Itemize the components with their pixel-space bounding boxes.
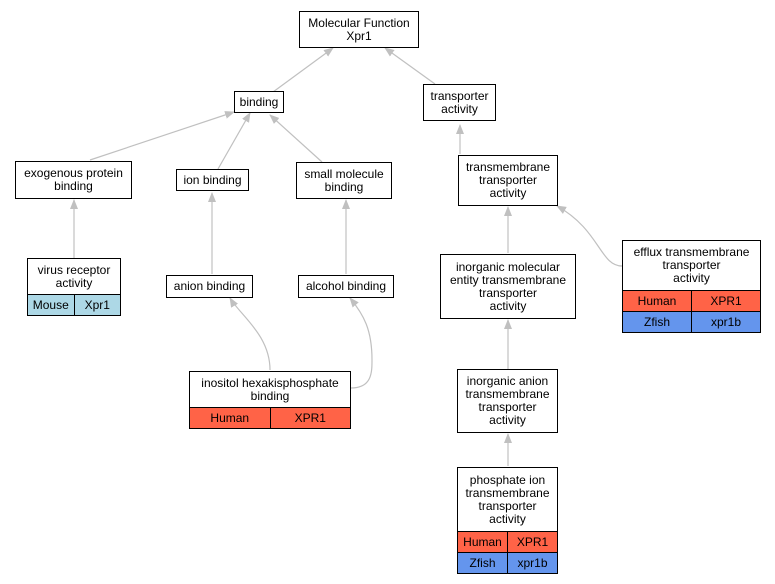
species-gene-row: Human XPR1 — [623, 290, 760, 311]
edge-smallmol-to-binding — [269, 114, 323, 163]
edge-transporter-to-mf — [384, 47, 436, 85]
species-gene-row: Zfish xpr1b — [458, 552, 557, 573]
node-label-line: transporter — [478, 173, 538, 187]
gene-cell[interactable]: XPR1 — [507, 532, 557, 552]
node-label-line: alcohol binding — [305, 279, 387, 293]
species-cell: Mouse — [32, 298, 69, 312]
node-label-line: transporter — [430, 88, 489, 103]
node-label-line: anion binding — [173, 279, 246, 293]
edge-efflux-to-tmtransporter — [556, 205, 623, 267]
node-label-line: inositol hexakisphosphate — [201, 375, 339, 390]
node-alcohol-binding[interactable]: alcohol binding — [298, 275, 394, 298]
species-cell: Human — [463, 535, 502, 549]
node-label-line: transmembrane — [465, 160, 551, 174]
gene-cell[interactable]: xpr1b — [691, 312, 760, 332]
species-gene-row: Human XPR1 — [458, 531, 557, 552]
edge-ion-to-binding — [217, 112, 251, 170]
node-anion-binding[interactable]: anion binding — [166, 275, 253, 298]
node-label-line: Xpr1 — [346, 28, 372, 43]
node-label-line: inorganic anion — [466, 374, 549, 388]
gene-cell[interactable]: Xpr1 — [73, 295, 121, 315]
node-label: alcohol binding — [299, 276, 393, 297]
edge-inositol-to-anion — [229, 297, 271, 371]
node-ion-binding[interactable]: ion binding — [176, 169, 249, 191]
species-gene-row: Human XPR1 — [190, 407, 350, 428]
species-cell: Zfish — [469, 556, 496, 570]
node-label-line: activity — [441, 101, 478, 116]
species-cell: Human — [637, 294, 677, 308]
edge-binding-to-mf — [272, 47, 334, 93]
node-label-line: phosphate ion — [469, 472, 546, 487]
edge-inositol-to-alcohol — [349, 297, 373, 389]
node-label-line: virus receptor — [37, 262, 111, 277]
node-label: anion binding — [167, 276, 252, 297]
gene-cell[interactable]: XPR1 — [691, 291, 760, 311]
node-label-line: activity — [489, 511, 526, 526]
edge-exogenous-to-binding — [89, 111, 235, 161]
node-label-line: Molecular Function — [308, 15, 410, 30]
node-label-line: activity — [489, 413, 526, 427]
species-cell: Zfish — [643, 315, 670, 329]
node-label-line: binding — [54, 179, 93, 193]
gene-cell[interactable]: xpr1b — [507, 553, 557, 573]
node-label-line: transporter — [478, 400, 537, 414]
node-label: binding — [235, 92, 283, 112]
node-label-line: transporter — [478, 498, 537, 513]
node-label-line: activity — [673, 271, 710, 285]
node-label-line: exogenous protein — [24, 166, 123, 180]
gene-cell[interactable]: XPR1 — [269, 408, 351, 428]
species-cell: Human — [210, 411, 250, 425]
node-label-line: entity transmembrane — [449, 272, 567, 287]
node-label-line: transmembrane — [465, 387, 550, 401]
node-label-line: activity — [489, 186, 527, 200]
node-label-line: transporter — [478, 285, 538, 300]
node-label-line: activity — [55, 275, 93, 290]
node-label-line: small molecule — [304, 166, 384, 181]
node-label-line: ion binding — [183, 172, 242, 187]
species-gene-row: Zfish xpr1b — [623, 311, 760, 332]
node-binding[interactable]: binding — [234, 91, 284, 113]
node-label-line: transporter — [662, 258, 721, 272]
node-label-line: efflux transmembrane — [633, 245, 750, 259]
node-label-line: binding — [324, 179, 364, 194]
node-label-line: activity — [489, 298, 527, 313]
node-label-line: inorganic molecular — [455, 259, 561, 274]
species-gene-row: Mouse Xpr1 — [28, 294, 120, 315]
node-label-line: binding — [239, 94, 279, 109]
node-label-line: binding — [250, 388, 290, 403]
node-label-line: transmembrane — [465, 485, 550, 500]
node-label: ion binding — [177, 170, 248, 190]
